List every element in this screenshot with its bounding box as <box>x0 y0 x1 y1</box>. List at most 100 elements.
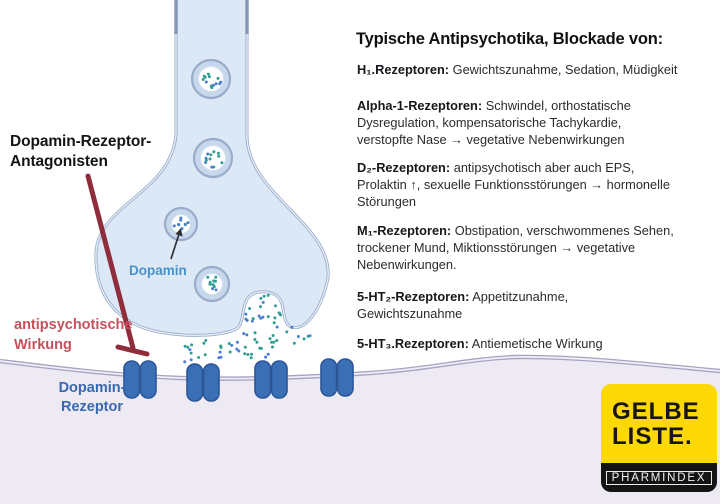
dopamine-dot <box>212 83 215 87</box>
dopamine-receptors <box>123 358 354 402</box>
dopamine-dot <box>235 347 239 351</box>
dopamine-dot <box>189 351 193 355</box>
vesicle <box>192 137 234 179</box>
receptor-section-d2-text: antipsychotisch aber auch EPS, Prolaktin… <box>357 160 670 210</box>
postsynaptic-cell <box>0 356 720 504</box>
vesicle <box>190 58 232 100</box>
receptor-subunit <box>202 363 220 402</box>
dopamine-dot <box>259 347 263 350</box>
dopamine-dot <box>206 72 210 76</box>
dopamine-dot <box>202 341 206 345</box>
receptor-section-m1: M₁-Rezeptoren: Obstipation, verschwommen… <box>357 222 717 274</box>
dopamine-dot <box>172 224 176 228</box>
dopamine-dot <box>204 161 208 164</box>
dopamine-dot <box>212 279 216 283</box>
dopamine-dot <box>176 223 180 226</box>
dopamine-dot <box>308 334 312 338</box>
dopamine-dot <box>217 356 221 360</box>
antagonist-label-line1: Dopamin-Rezeptor- <box>10 133 152 150</box>
axon-terminal-highlight <box>95 0 329 336</box>
dopamine-dot <box>216 76 220 80</box>
dopamine-vesicles <box>163 58 234 303</box>
dopamine-dot <box>197 356 201 359</box>
dopamine-dot <box>211 287 215 291</box>
receptor-subunit <box>270 360 288 399</box>
vesicle <box>163 206 199 242</box>
vesicle <box>193 265 231 303</box>
dopamine-dot <box>210 165 214 169</box>
dopamine-dot <box>204 339 208 342</box>
dopamine-dot <box>204 158 208 162</box>
dopamine-dot <box>243 345 247 349</box>
postsynaptic-membrane-inner-line <box>0 356 720 380</box>
gelbe-liste-logo-yellow: GELBE LISTE. <box>601 384 717 463</box>
dopamine-dot <box>186 345 190 349</box>
vesicle-interior <box>200 145 226 171</box>
dopamine-dot <box>275 325 279 329</box>
dopamine-dot <box>273 316 277 320</box>
dopamine-receptor-pair <box>186 363 220 402</box>
antagonist-label: Dopamin-Rezeptor- Antagonisten <box>10 132 151 171</box>
dopamine-dot <box>250 319 254 323</box>
receptor-label-line1: Dopamin- <box>58 380 126 396</box>
dopamin-label: Dopamin <box>129 263 187 278</box>
receptor-section-d2-label: D₂-Rezeptoren: <box>357 160 451 175</box>
dopamine-dot <box>207 75 211 79</box>
dopamine-dot <box>249 356 253 360</box>
dopamine-dot <box>228 350 232 354</box>
dopamine-dot <box>261 315 265 319</box>
dopamine-dot <box>257 314 261 318</box>
antipsychotic-effect-label: antipsychotische Wirkung <box>14 316 132 355</box>
dopamine-dot <box>251 317 255 321</box>
receptor-section-h1: H₁.Rezeptoren: Gewichtszunahme, Sedation… <box>357 61 717 78</box>
dopamine-dot <box>248 307 252 310</box>
dopamine-dot <box>259 296 263 300</box>
dopamine-dot <box>246 353 250 356</box>
receptor-section-5ht2-label: 5-HT₂-Rezeptoren: <box>357 289 470 304</box>
dopamine-dot <box>262 294 266 298</box>
dopamine-dot <box>242 332 246 336</box>
dopamine-dot <box>201 78 205 81</box>
dopamine-dot <box>190 343 194 347</box>
receptor-subunit <box>254 360 272 399</box>
gelbe-liste-logo: GELBE LISTE. PHARMINDEX <box>601 384 717 492</box>
dopamine-receptor-label: Dopamin- Rezeptor <box>37 379 147 417</box>
dopamine-dot <box>212 150 216 154</box>
effect-label-line2: Wirkung <box>14 336 72 353</box>
receptor-section-alpha1-text: Schwindel, orthostatische Dysregulation,… <box>357 98 631 148</box>
dopamine-dot <box>253 331 257 335</box>
dopamine-receptor-pair <box>254 360 288 399</box>
dopamine-dot <box>180 227 184 231</box>
dopamine-dot <box>245 333 249 337</box>
dopamine-dot <box>235 340 239 344</box>
dopamine-dot <box>217 154 221 158</box>
dopamine-dot <box>186 221 190 225</box>
receptor-subunit <box>320 358 338 397</box>
dopamine-dot <box>237 349 241 353</box>
receptor-section-5ht3-text: Antiemetische Wirkung <box>471 336 603 351</box>
dopamine-dot <box>220 161 224 165</box>
receptor-label-line2: Rezeptor <box>60 399 124 415</box>
antagonist-label-line2: Antagonisten <box>10 152 108 170</box>
dopamine-receptor-pair <box>123 360 157 399</box>
receptor-subunit <box>336 358 354 397</box>
dopamine-dot <box>219 80 223 84</box>
dopamine-dot <box>271 334 275 337</box>
dopamine-dot <box>277 311 281 315</box>
dopamine-dot <box>214 275 218 279</box>
dopamine-dot <box>266 352 270 356</box>
dopamine-dot <box>230 343 234 347</box>
logo-pharmindex-text: PHARMINDEX <box>605 470 713 485</box>
dopamine-dot <box>296 335 300 338</box>
dopamine-dot <box>274 304 277 308</box>
dopamine-dot <box>183 360 187 364</box>
dopamine-dot <box>184 222 187 226</box>
dopamine-dot <box>218 350 222 354</box>
receptor-section-alpha1-label: Alpha-1-Rezeptoren: <box>357 98 483 113</box>
dopamine-dot <box>204 80 208 84</box>
receptor-section-d2: D₂-Rezeptoren: antipsychotisch aber auch… <box>357 159 717 211</box>
dopamine-dot <box>208 280 212 284</box>
dopamine-dot <box>203 75 207 79</box>
